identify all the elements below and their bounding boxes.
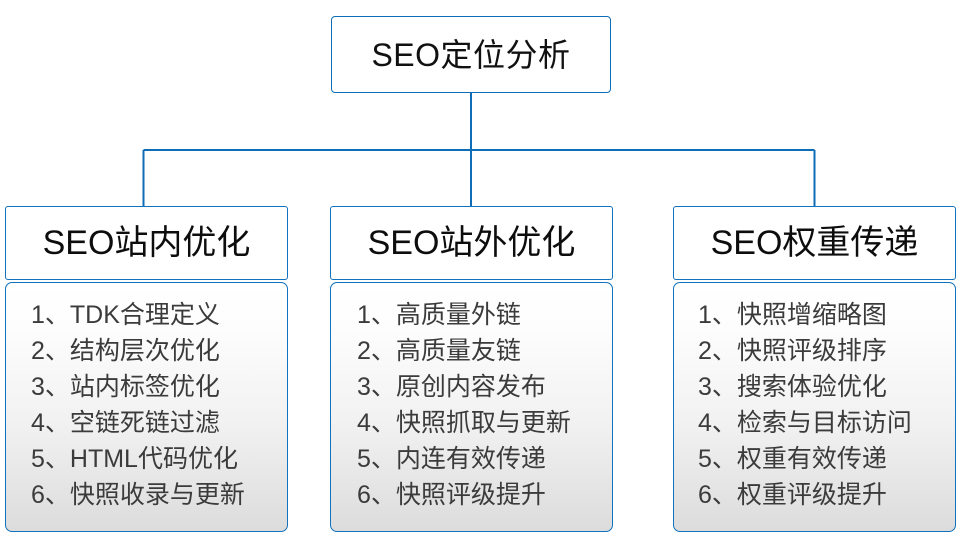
branch-header-seo-onsite: SEO站内优化 xyxy=(5,206,288,280)
list-item: 4、快照抓取与更新 xyxy=(357,409,571,437)
root-node-label: SEO定位分析 xyxy=(371,36,571,73)
list-item: 4、检索与目标访问 xyxy=(698,409,912,437)
branch-title-seo-weight: SEO权重传递 xyxy=(710,224,919,262)
root-node: SEO定位分析 xyxy=(331,16,611,93)
branch-column-seo-weight: SEO权重传递 1、快照增缩略图 2、快照评级排序 3、搜索体验优化 4、检索与… xyxy=(673,206,956,532)
branch-header-seo-offsite: SEO站外优化 xyxy=(330,206,613,280)
branch-column-seo-offsite: SEO站外优化 1、高质量外链 2、高质量友链 3、原创内容发布 4、快照抓取与… xyxy=(330,206,613,532)
list-item: 5、权重有效传递 xyxy=(698,445,887,473)
list-item: 2、快照评级排序 xyxy=(698,337,887,365)
branch-body-seo-offsite: 1、高质量外链 2、高质量友链 3、原创内容发布 4、快照抓取与更新 5、内连有… xyxy=(330,282,613,532)
branch-header-seo-weight: SEO权重传递 xyxy=(673,206,956,280)
list-item: 2、高质量友链 xyxy=(357,337,521,365)
list-item: 6、权重评级提升 xyxy=(698,481,887,509)
branch-column-seo-onsite: SEO站内优化 1、TDK合理定义 2、结构层次优化 3、站内标签优化 4、空链… xyxy=(5,206,288,532)
list-item: 1、高质量外链 xyxy=(357,301,521,329)
branch-body-seo-weight: 1、快照增缩略图 2、快照评级排序 3、搜索体验优化 4、检索与目标访问 5、权… xyxy=(673,282,956,532)
item-list-seo-offsite: 1、高质量外链 2、高质量友链 3、原创内容发布 4、快照抓取与更新 5、内连有… xyxy=(331,297,612,513)
list-item: 1、快照增缩略图 xyxy=(698,301,887,329)
item-list-seo-onsite: 1、TDK合理定义 2、结构层次优化 3、站内标签优化 4、空链死链过滤 5、H… xyxy=(6,297,287,513)
list-item: 3、原创内容发布 xyxy=(357,373,546,401)
list-item: 4、空链死链过滤 xyxy=(31,409,220,437)
list-item: 2、结构层次优化 xyxy=(31,337,220,365)
branch-title-seo-onsite: SEO站内优化 xyxy=(42,224,251,262)
list-item: 3、搜索体验优化 xyxy=(698,373,887,401)
list-item: 6、快照收录与更新 xyxy=(31,481,245,509)
list-item: 3、站内标签优化 xyxy=(31,373,220,401)
list-item: 5、内连有效传递 xyxy=(357,445,546,473)
list-item: 1、TDK合理定义 xyxy=(31,301,220,329)
branch-body-seo-onsite: 1、TDK合理定义 2、结构层次优化 3、站内标签优化 4、空链死链过滤 5、H… xyxy=(5,282,288,532)
item-list-seo-weight: 1、快照增缩略图 2、快照评级排序 3、搜索体验优化 4、检索与目标访问 5、权… xyxy=(674,297,955,513)
list-item: 5、HTML代码优化 xyxy=(31,445,238,473)
branch-title-seo-offsite: SEO站外优化 xyxy=(367,224,576,262)
list-item: 6、快照评级提升 xyxy=(357,481,546,509)
